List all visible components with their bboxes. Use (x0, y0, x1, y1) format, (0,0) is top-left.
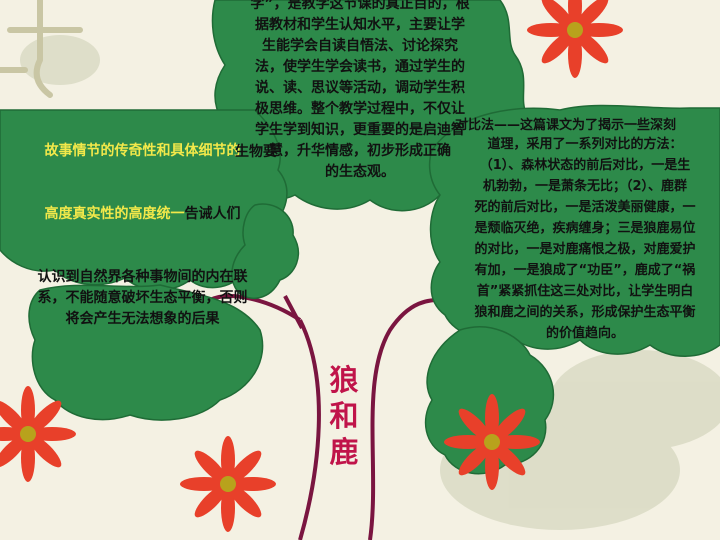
lesson-title: 狼和鹿 (329, 363, 359, 469)
vine-decoration (0, 0, 83, 98)
teaching-goal-text: 学”，是教学这节课的真正目的，根 据教材和学生认知水平，主要让学 生能学会自读自… (250, 0, 470, 180)
contrast-method-text: 道理，采用了一系列对比的方法： （1）、森林状态的前后对比，一是生 机勃勃，一是… (474, 137, 696, 341)
flower-bottom-left (0, 386, 76, 482)
contrast-method-heading: 对比法——这篇课文为了揭示一些深刻 (455, 118, 677, 133)
flower-right-middle (444, 394, 540, 490)
story-summary-highlight: 故事情节的传奇性和具体细节的 (44, 143, 241, 159)
flower-bottom-center (180, 436, 276, 532)
tree-leaves (0, 0, 720, 475)
story-summary-highlight-2: 高度真实性的高度统一 (44, 206, 185, 222)
story-summary-text: 认识到自然界各种事物间的内在联 系，不能随意破坏生态平衡，否则 将会产生无法想象… (37, 269, 248, 327)
story-summary-block: 故事情节的传奇性和具体细节的 高度真实性的高度统一告诫人们 认识到自然界各种事物… (0, 120, 285, 330)
flower-top-right (527, 0, 623, 78)
overlap-text: 生物要 (235, 144, 277, 160)
story-summary-line2: 告诫人们 (184, 206, 241, 222)
